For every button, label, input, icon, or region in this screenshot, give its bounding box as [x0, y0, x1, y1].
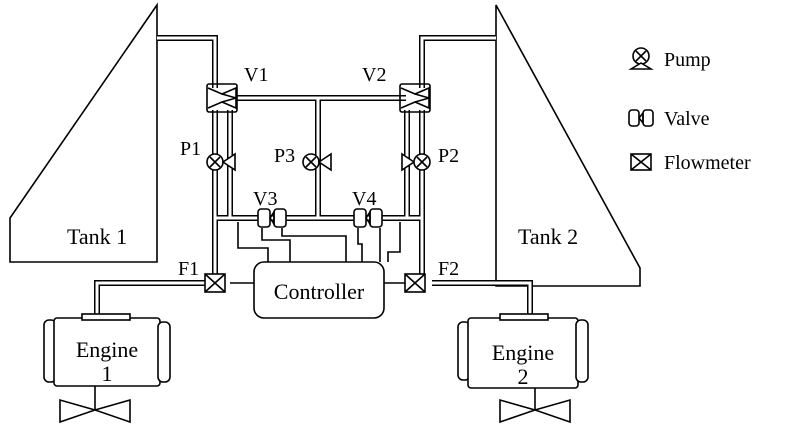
pump-p1-label: P1	[180, 138, 201, 160]
valve-v1-label: V1	[244, 64, 268, 86]
valve-v4-label: V4	[352, 188, 376, 210]
valve-v1-icon	[206, 83, 238, 113]
flowmeter-f2-label: F2	[438, 258, 459, 280]
engine-1-label: Engine	[76, 337, 138, 362]
legend-flowmeter-label: Flowmeter	[664, 152, 751, 174]
pump-p2-icon	[401, 152, 431, 172]
legend-flowmeter-icon	[630, 153, 652, 171]
valve-v4-icon	[353, 208, 383, 228]
engine-2-shape	[457, 313, 589, 424]
valve-v2-icon	[399, 83, 431, 113]
engine-1-shape	[43, 313, 171, 424]
engine-1-number: 1	[102, 361, 113, 386]
pump-p3-icon	[302, 152, 332, 172]
legend-pump-label: Pump	[664, 49, 711, 71]
legend-valve-label: Valve	[664, 108, 710, 130]
controller-box	[253, 261, 385, 319]
control-wires	[230, 222, 406, 284]
flowmeter-f2-icon	[404, 273, 426, 293]
flowmeter-f1-label: F1	[178, 258, 199, 280]
tank-1-shape	[9, 2, 158, 263]
controller-label: Controller	[274, 279, 365, 304]
legend-valve-icon	[628, 109, 654, 127]
pump-p1-icon	[206, 152, 236, 172]
tank-2-label: Tank 2	[518, 224, 578, 249]
legend: Pump Valve Flowmeter	[628, 47, 751, 174]
flowmeter-f1-icon	[204, 273, 226, 293]
pump-p3-label: P3	[274, 145, 295, 167]
valve-v3-label: V3	[253, 188, 277, 210]
valve-v3-icon	[257, 208, 287, 228]
valve-v2-label: V2	[362, 64, 386, 86]
engine-2-label: Engine	[492, 340, 554, 365]
engine-2-number: 2	[518, 364, 529, 389]
tank-2-shape	[495, 4, 641, 287]
legend-pump-icon	[628, 47, 654, 70]
pump-p2-label: P2	[438, 145, 459, 167]
tank-1-label: Tank 1	[67, 224, 127, 249]
